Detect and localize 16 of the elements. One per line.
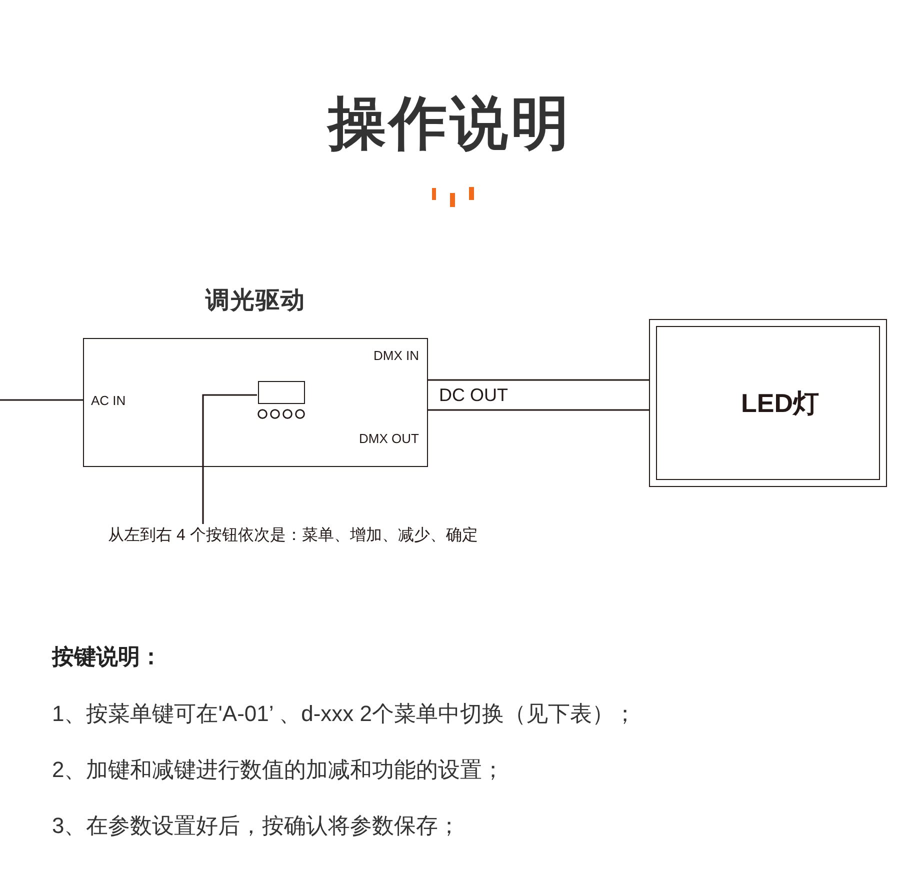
lamp-label: LED灯 bbox=[741, 387, 819, 419]
section-heading: 按键说明： bbox=[52, 643, 162, 671]
instruction-text: 1、按菜单键可在'A-01’ 、d-xxx 2个菜单中切换（见下表）； bbox=[52, 700, 636, 728]
device-title: 调光驱动 bbox=[206, 287, 306, 315]
display-screen bbox=[258, 381, 305, 404]
port-label: DMX IN bbox=[374, 348, 419, 364]
instruction-text: 2、加键和减键进行数值的加减和功能的设置； bbox=[52, 756, 504, 784]
power-cable-line bbox=[0, 399, 83, 401]
port-label: AC IN bbox=[91, 393, 126, 409]
page-title: 操作说明 bbox=[328, 90, 572, 158]
leader-line bbox=[202, 394, 257, 524]
instruction-text: 3、在参数设置好后，按确认将参数保存； bbox=[52, 812, 460, 840]
port-label: DMX OUT bbox=[359, 431, 419, 447]
output-cable bbox=[427, 379, 650, 411]
lamp-box bbox=[649, 319, 887, 487]
leader-note: 从左到右 4 个按钮依次是：菜单、增加、减少、确定 bbox=[108, 524, 478, 548]
